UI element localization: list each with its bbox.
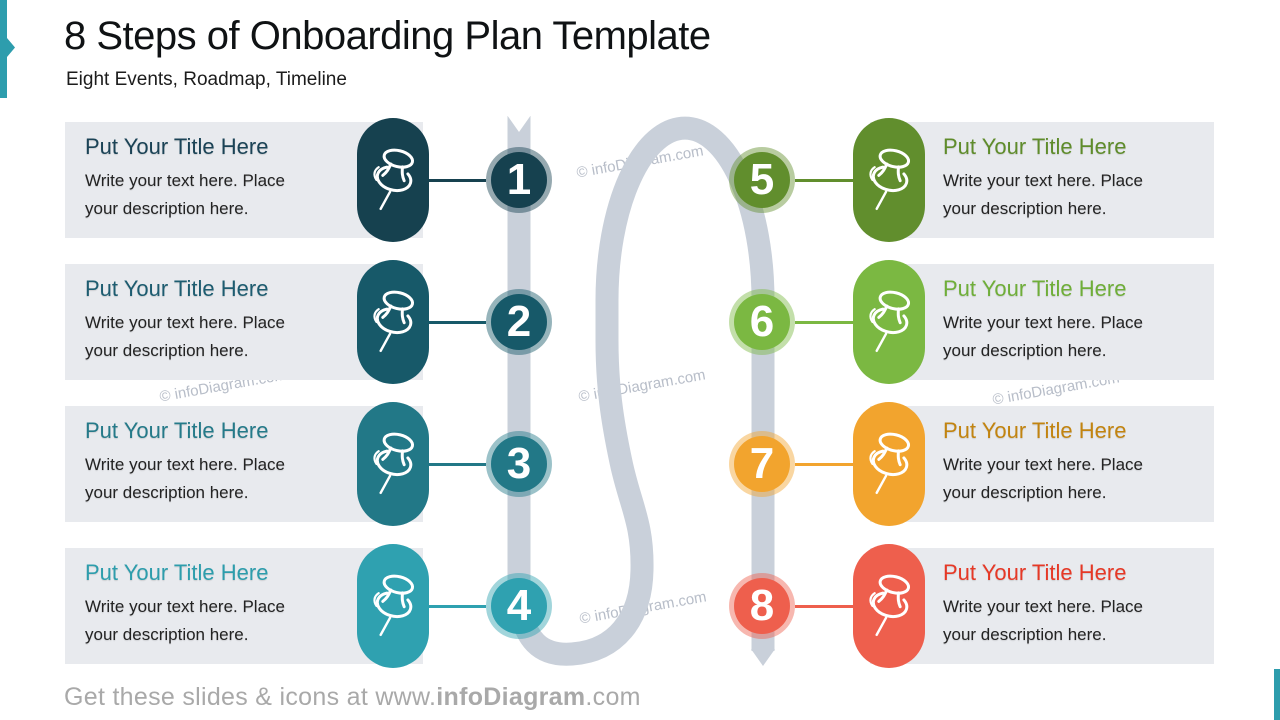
step-title: Put Your Title Here [85, 276, 269, 301]
step-number-ring: 1 [486, 147, 552, 213]
road-start-notch [507, 115, 531, 132]
step-description: Write your text here. Place your descrip… [85, 455, 285, 502]
step-card [870, 406, 1214, 522]
step-number: 4 [506, 581, 532, 630]
road-end-arrow-icon [751, 649, 775, 666]
pushpin-capsule [357, 402, 429, 526]
step-description: Write your text here. Place your descrip… [943, 171, 1143, 218]
step-number: 8 [749, 581, 775, 630]
chevron-right-icon [0, 0, 15, 98]
connector-line [795, 604, 853, 608]
step-number-ring: 5 [729, 147, 795, 213]
page-title: 8 Steps of Onboarding Plan Template [64, 14, 711, 58]
pushpin-icon [373, 290, 415, 353]
pushpin-icon [869, 432, 911, 495]
step-description: Write your text here. Place your descrip… [943, 313, 1143, 360]
step-card [870, 122, 1214, 238]
footer-prefix: Get these slides & icons at www. [64, 683, 437, 711]
connector-line [429, 462, 486, 466]
step-description: Write your text here. Place your descrip… [943, 455, 1143, 502]
step-number-circle: 7 [734, 436, 790, 492]
connector-line [429, 320, 486, 324]
pushpin-capsule [357, 118, 429, 242]
step-number-circle: 6 [734, 294, 790, 350]
pushpin-capsule [853, 544, 925, 668]
step-number: 5 [749, 155, 775, 204]
connector-line [429, 178, 486, 182]
pushpin-capsule [853, 118, 925, 242]
step-description: Write your text here. Place your descrip… [85, 313, 285, 360]
step-title: Put Your Title Here [943, 560, 1127, 585]
footer-brand: infoDiagram [436, 683, 586, 711]
step-number-circle: 5 [734, 152, 790, 208]
pushpin-icon [373, 574, 415, 637]
connector-line [795, 178, 853, 182]
step-number-ring: 8 [729, 573, 795, 639]
step-card [870, 548, 1214, 664]
step-number-ring: 2 [486, 289, 552, 355]
connector-line [795, 320, 853, 324]
step-description: Write your text here. Place your descrip… [85, 171, 285, 218]
connector-line [429, 604, 486, 608]
step-number: 7 [749, 439, 775, 488]
pushpin-icon [869, 290, 911, 353]
step-number-circle: 8 [734, 578, 790, 634]
pushpin-capsule [853, 260, 925, 384]
step-number: 1 [506, 155, 532, 204]
pushpin-capsule [357, 544, 429, 668]
page-subtitle: Eight Events, Roadmap, Timeline [66, 69, 347, 90]
pushpin-capsule [853, 402, 925, 526]
step-title: Put Your Title Here [85, 560, 269, 585]
step-number-circle: 3 [491, 436, 547, 492]
step-number-circle: 2 [491, 294, 547, 350]
step-number-ring: 6 [729, 289, 795, 355]
step-card [870, 264, 1214, 380]
step-title: Put Your Title Here [943, 276, 1127, 301]
pushpin-icon [869, 574, 911, 637]
step-number-ring: 3 [486, 431, 552, 497]
step-title: Put Your Title Here [943, 418, 1127, 443]
step-description: Write your text here. Place your descrip… [85, 597, 285, 644]
step-number: 6 [749, 297, 775, 346]
connector-line [795, 462, 853, 466]
step-number-ring: 7 [729, 431, 795, 497]
pushpin-icon [869, 148, 911, 211]
step-number-circle: 4 [491, 578, 547, 634]
step-number: 3 [506, 439, 532, 488]
pushpin-capsule [357, 260, 429, 384]
step-title: Put Your Title Here [943, 134, 1127, 159]
step-title: Put Your Title Here [85, 418, 269, 443]
accent-strip [1274, 669, 1280, 720]
pushpin-icon [373, 432, 415, 495]
step-description: Write your text here. Place your descrip… [943, 597, 1143, 644]
footer-credit: Get these slides & icons at www.infoDiag… [64, 683, 641, 712]
pushpin-icon [373, 148, 415, 211]
step-number-circle: 1 [491, 152, 547, 208]
step-number: 2 [506, 297, 532, 346]
footer-suffix: .com [585, 683, 641, 711]
step-number-ring: 4 [486, 573, 552, 639]
step-title: Put Your Title Here [85, 134, 269, 159]
